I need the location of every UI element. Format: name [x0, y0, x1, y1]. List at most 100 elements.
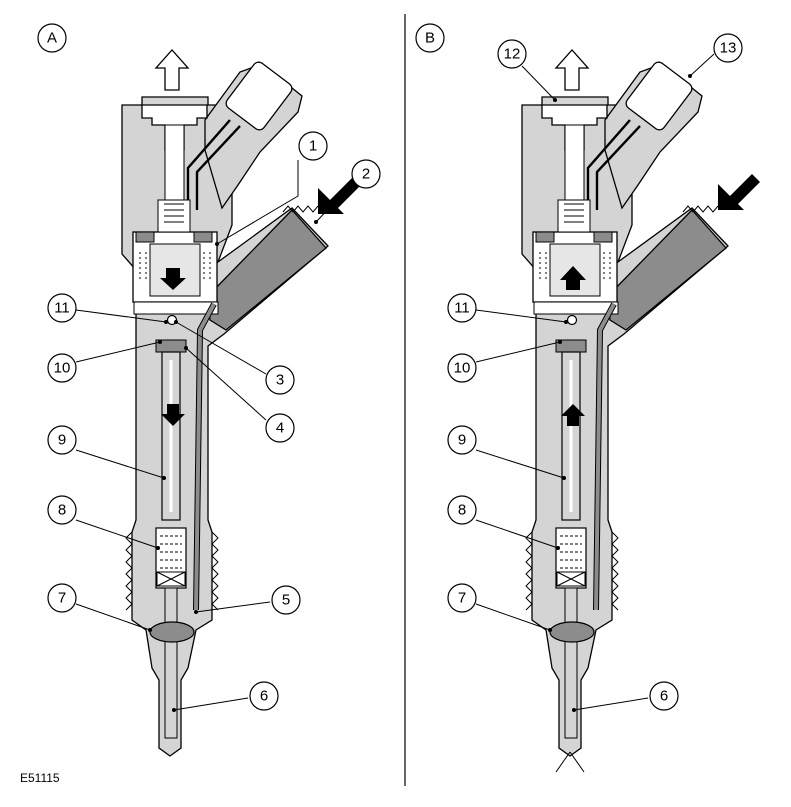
leader-tip	[164, 320, 168, 324]
callout-number: 2	[362, 166, 370, 183]
leader-line	[75, 519, 159, 549]
panel-label-a: A	[37, 23, 67, 53]
leader-tip	[548, 628, 552, 632]
callout-circle	[249, 681, 279, 711]
callout-number: 12	[504, 46, 521, 63]
leader-line	[475, 309, 567, 323]
callout-circle	[447, 495, 477, 525]
leader-line	[195, 601, 271, 613]
callout-leaders	[75, 53, 715, 712]
callout-b-6: 6	[649, 681, 679, 711]
callout-number: 10	[54, 360, 71, 377]
leader-tip	[172, 708, 176, 712]
callout-number: 9	[58, 432, 66, 449]
fuel-inlet-arrow-icon	[318, 178, 360, 214]
callout-circle	[298, 131, 328, 161]
callout-a-3: 3	[265, 365, 295, 395]
callout-circle	[271, 585, 301, 615]
piston-up-arrow-icon	[560, 266, 586, 290]
callout-number: 7	[58, 590, 66, 607]
leader-line	[75, 309, 167, 323]
callout-a-4: 4	[265, 413, 295, 443]
callout-number: 13	[720, 40, 737, 57]
callout-a-1: 1	[298, 131, 328, 161]
callout-number: 11	[454, 300, 470, 317]
callout-number: 8	[458, 502, 466, 519]
callout-a-7: 7	[47, 583, 77, 613]
callout-b-8: 8	[447, 495, 477, 525]
fuel-inlet-arrow-icon	[718, 174, 760, 210]
leader-line	[689, 53, 715, 77]
panel-label-b-text: B	[425, 30, 435, 47]
leader-tip	[158, 340, 162, 344]
callout-a-6: 6	[249, 681, 279, 711]
callout-circle	[447, 425, 477, 455]
callout-b-11: 11	[447, 293, 477, 323]
callout-circle	[447, 583, 477, 613]
piston-up-arrow-icon	[561, 404, 585, 426]
callout-circle	[713, 33, 743, 63]
callout-a-9: 9	[47, 425, 77, 455]
callout-number: 6	[660, 688, 668, 705]
callout-number: 4	[276, 420, 284, 437]
callout-b-12: 12	[497, 39, 527, 69]
panel-label-b: B	[415, 23, 445, 53]
callout-number: 3	[276, 372, 284, 389]
spray-lines	[555, 751, 585, 773]
piston-down-arrow-icon	[160, 268, 186, 290]
callout-number: 5	[282, 592, 290, 609]
callout-number: 11	[54, 300, 70, 317]
callout-number: 6	[260, 688, 268, 705]
callout-number: 1	[309, 138, 317, 155]
leader-tip	[184, 346, 188, 350]
leader-tip	[174, 320, 178, 324]
callout-circle	[265, 365, 295, 395]
callout-a-5: 5	[271, 585, 301, 615]
callout-number: 8	[58, 502, 66, 519]
leader-line	[75, 341, 161, 363]
leader-line	[521, 65, 556, 101]
leader-tip	[572, 708, 576, 712]
callout-a-11: 11	[47, 293, 77, 323]
leader-tip	[564, 320, 568, 324]
leader-line	[75, 603, 151, 631]
leader-tip	[558, 340, 562, 344]
callout-circle	[497, 39, 527, 69]
callout-circle	[47, 425, 77, 455]
injector-drawing-a	[122, 60, 328, 756]
callout-circle	[351, 159, 381, 189]
return-flow-arrow-icon	[155, 49, 189, 91]
figure-reference-code: E51115	[20, 771, 60, 785]
leader-tip	[556, 546, 560, 550]
callout-a-2: 2	[351, 159, 381, 189]
callout-circle	[47, 495, 77, 525]
leader-line	[173, 697, 249, 711]
leader-tip	[688, 74, 692, 78]
leader-tip	[553, 98, 557, 102]
injector-drawing-b	[522, 60, 728, 756]
leader-tip	[148, 628, 152, 632]
callout-number: 10	[454, 360, 471, 377]
callout-number: 7	[458, 590, 466, 607]
callout-circle	[47, 293, 77, 323]
leader-line	[185, 347, 267, 421]
panel-a	[122, 49, 360, 756]
return-flow-arrow-icon	[555, 49, 589, 91]
callout-b-9: 9	[447, 425, 477, 455]
callout-a-8: 8	[47, 495, 77, 525]
leader-tip	[194, 610, 198, 614]
leader-tip	[215, 242, 219, 246]
leader-line	[175, 321, 267, 375]
callout-b-10: 10	[447, 353, 477, 383]
leader-tip	[156, 546, 160, 550]
callout-circle	[649, 681, 679, 711]
leader-line	[475, 519, 559, 549]
leader-line	[475, 449, 565, 479]
leader-tip	[314, 220, 318, 224]
leader-line	[75, 449, 165, 479]
panel-label-a-text: A	[47, 30, 57, 47]
callout-a-10: 10	[47, 353, 77, 383]
